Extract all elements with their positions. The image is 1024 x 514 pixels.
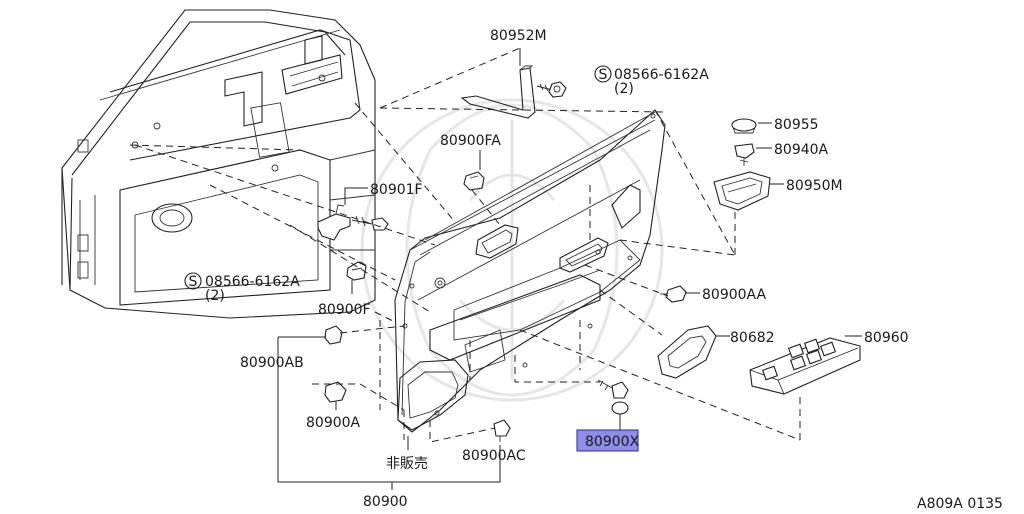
clip-80900f — [346, 261, 367, 281]
clip-80900ab — [324, 325, 343, 345]
label-80900fa[interactable]: 80900FA — [440, 133, 501, 149]
label-08566-left[interactable]: 08566-6162A — [205, 274, 300, 290]
cup-80950m — [713, 171, 784, 211]
bezel-80682 — [657, 325, 730, 379]
selected-part-highlight — [576, 429, 639, 452]
label-80900a[interactable]: 80900A — [306, 415, 361, 431]
label-80900[interactable]: 80900 — [363, 494, 408, 510]
grommet-80900x — [597, 379, 629, 430]
label-80900ac[interactable]: 80900AC — [462, 448, 526, 464]
label-qty-left: (2) — [205, 288, 225, 304]
part-labels: 80952M 08566-6162A (2) 80955 80940A 8090… — [205, 28, 1003, 512]
label-80955[interactable]: 80955 — [774, 117, 819, 133]
bracket-80901f — [317, 187, 389, 241]
label-80682[interactable]: 80682 — [730, 330, 775, 346]
switch-80960 — [749, 335, 862, 395]
label-80952m[interactable]: 80952M — [490, 28, 547, 44]
clip-80900aa — [660, 285, 700, 303]
label-80900ab[interactable]: 80900AB — [240, 355, 304, 371]
label-80901f[interactable]: 80901F — [370, 182, 423, 198]
label-80900aa[interactable]: 80900AA — [702, 287, 767, 303]
label-not-for-sale: 非販売 — [386, 456, 428, 472]
label-80900x[interactable]: 80900X — [585, 434, 640, 450]
label-08566-top[interactable]: 08566-6162A — [614, 67, 709, 83]
clip-80900fa — [463, 171, 485, 191]
leader-lines — [277, 150, 501, 490]
figure-code: A809A 0135 — [917, 496, 1003, 510]
screw-80940a — [734, 143, 772, 166]
screw-symbol-left-text: S — [189, 274, 198, 290]
screw-symbol-top — [594, 65, 612, 83]
label-80960[interactable]: 80960 — [864, 330, 909, 346]
screw-symbol-top-text: S — [599, 67, 608, 83]
cap-80955 — [731, 118, 772, 134]
door-trim-panel — [394, 109, 666, 433]
bracket-80952m — [460, 48, 536, 119]
label-80950m[interactable]: 80950M — [786, 178, 843, 194]
clip-80900ac — [493, 419, 511, 442]
label-80940a[interactable]: 80940A — [774, 142, 829, 158]
label-80900f[interactable]: 80900F — [318, 302, 371, 318]
door-shell — [61, 9, 376, 319]
screw-top — [536, 81, 567, 98]
label-qty-top: (2) — [614, 81, 634, 97]
screw-symbol-left — [184, 272, 202, 290]
explode-lines — [129, 47, 801, 443]
